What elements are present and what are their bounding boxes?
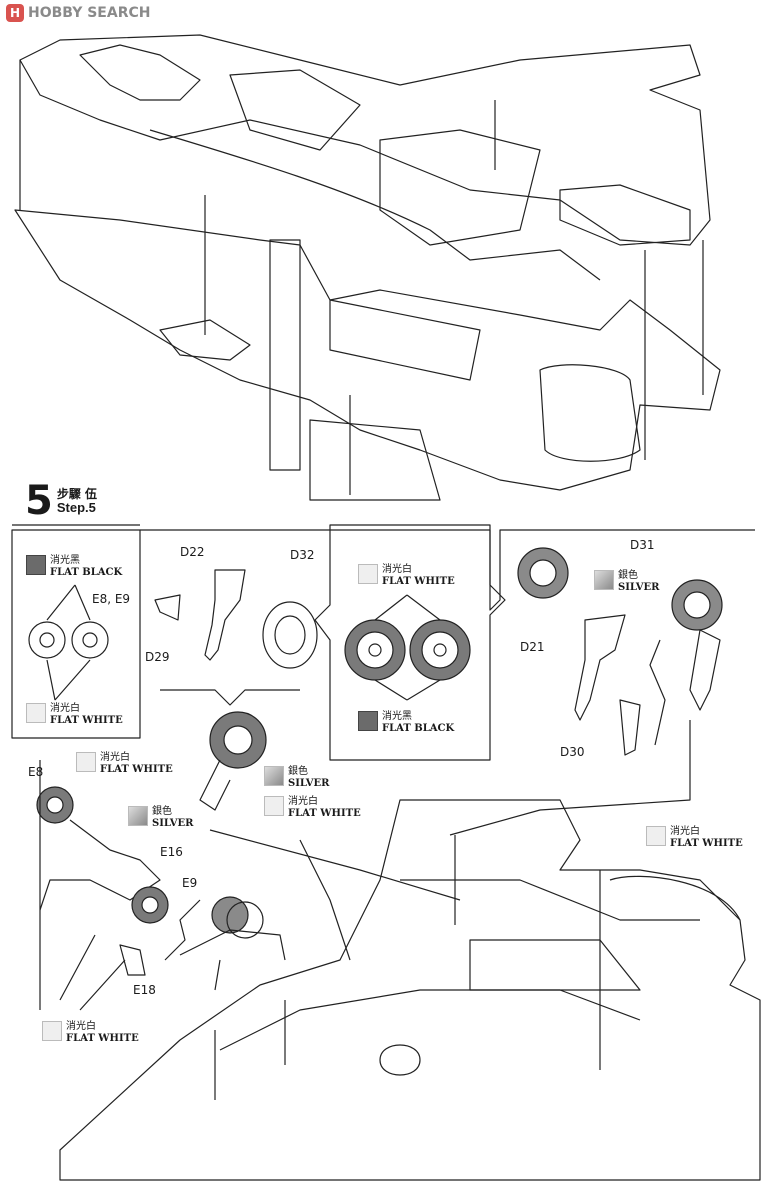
paint-swatch xyxy=(26,703,46,723)
paint-swatch xyxy=(76,752,96,772)
paint-name-cn: 消光白 xyxy=(50,703,80,714)
aircraft-lower-fuselage xyxy=(14,209,721,501)
paint-name-cn: 銀色 xyxy=(152,806,172,817)
part-label-e18: E18 xyxy=(133,983,156,997)
paint-swatch xyxy=(128,806,148,826)
paint-name-cn: 銀色 xyxy=(618,570,638,581)
aircraft-lower-section xyxy=(59,799,761,1181)
paint-swatch xyxy=(358,711,378,731)
paint-name-en: FLAT BLACK xyxy=(382,723,455,734)
hobby-search-watermark: H HOBBY SEARCH xyxy=(6,4,150,22)
part-label-d29: D29 xyxy=(145,650,170,664)
paint-name-en: FLAT WHITE xyxy=(66,1033,139,1044)
part-label-d31: D31 xyxy=(630,538,655,552)
paint-name-cn: 銀色 xyxy=(288,766,308,777)
paint-name-en: SILVER xyxy=(152,818,194,829)
paint-swatch xyxy=(358,564,378,584)
part-label-d32: D32 xyxy=(290,548,315,562)
paint-name-cn: 消光白 xyxy=(382,564,412,575)
paint-name-cn: 消光黑 xyxy=(382,711,412,722)
brand-logo-icon: H xyxy=(6,4,24,22)
step-title-chinese: 步驟 伍 xyxy=(56,487,98,501)
paint-name-en: FLAT WHITE xyxy=(100,764,173,775)
part-label-e8: E8 xyxy=(28,765,44,779)
paint-swatch xyxy=(646,826,666,846)
paint-name-en: FLAT WHITE xyxy=(382,576,455,587)
brand-text: HOBBY SEARCH xyxy=(28,5,151,21)
paint-name-cn: 消光黑 xyxy=(50,555,80,566)
paint-swatch xyxy=(42,1021,62,1041)
assembly-arrows-top xyxy=(19,60,704,495)
paint-name-en: FLAT WHITE xyxy=(50,715,123,726)
paint-swatch xyxy=(26,555,46,575)
paint-swatch xyxy=(594,570,614,590)
paint-swatch xyxy=(264,796,284,816)
paint-name-cn: 消光白 xyxy=(670,826,700,837)
part-label-d30: D30 xyxy=(560,745,585,759)
part-label-e8-e9: E8, E9 xyxy=(92,592,131,606)
paint-name-cn: 消光白 xyxy=(66,1021,96,1032)
paint-name-cn: 消光白 xyxy=(288,796,318,807)
paint-name-en: FLAT WHITE xyxy=(670,838,743,849)
part-label-d22: D22 xyxy=(180,545,205,559)
aircraft-upper-fuselage xyxy=(19,34,711,281)
paint-name-en: SILVER xyxy=(618,582,660,593)
part-label-d21: D21 xyxy=(520,640,545,654)
paint-name-en: FLAT BLACK xyxy=(50,567,123,578)
paint-swatch xyxy=(264,766,284,786)
paint-name-en: FLAT WHITE xyxy=(288,808,361,819)
step-number: 5 xyxy=(25,478,53,524)
part-label-e16: E16 xyxy=(160,845,183,859)
step-title-english: Step.5 xyxy=(56,500,96,515)
part-label-e9: E9 xyxy=(182,876,198,890)
paint-name-cn: 消光白 xyxy=(100,752,130,763)
step-heading: 5 步驟 伍 Step.5 xyxy=(25,478,98,524)
paint-name-en: SILVER xyxy=(288,778,330,789)
